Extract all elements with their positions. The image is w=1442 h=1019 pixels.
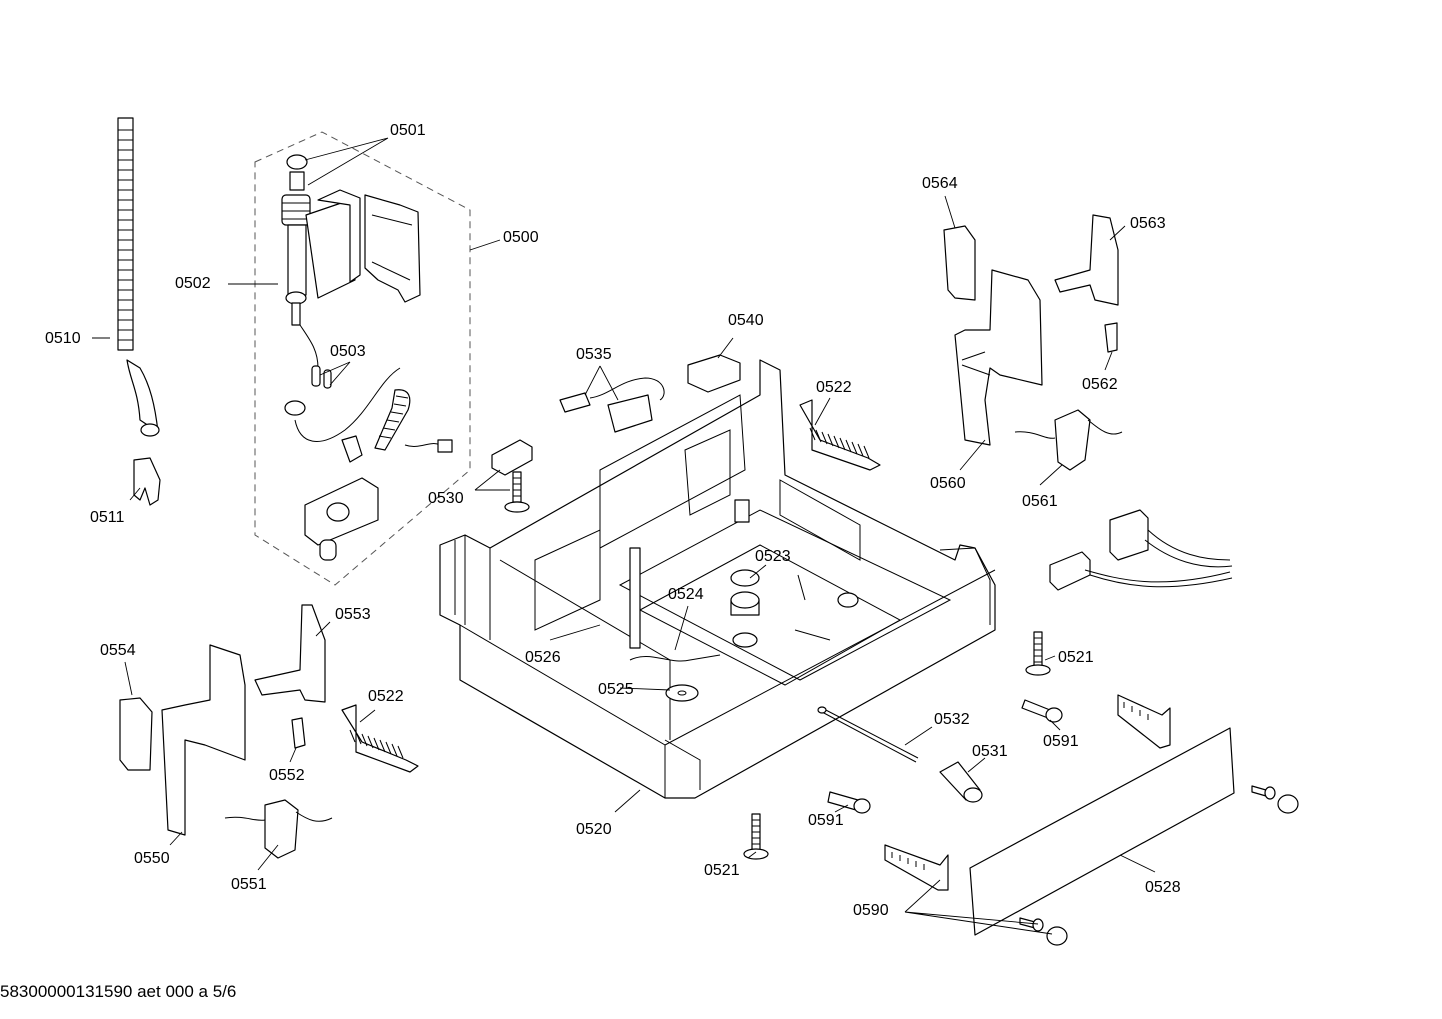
part-0554-clip xyxy=(119,697,153,771)
part-0528-plinth-panel xyxy=(969,727,1235,936)
label-0591-left: 0591 xyxy=(808,812,844,829)
label-0561: 0561 xyxy=(1022,493,1058,510)
label-0524: 0524 xyxy=(668,586,704,603)
label-0526: 0526 xyxy=(525,649,561,666)
label-0511: 0511 xyxy=(90,509,125,526)
label-0522-upper: 0522 xyxy=(816,379,852,396)
label-0540: 0540 xyxy=(728,312,764,329)
part-0591-bolt-left xyxy=(827,791,871,814)
label-0520: 0520 xyxy=(576,821,612,838)
part-0510-corrugated-hose xyxy=(117,117,160,437)
part-0590-mount-bracket-left xyxy=(884,844,949,891)
part-0563-small-bracket xyxy=(1054,214,1119,306)
part-0503-sensor xyxy=(284,324,401,442)
label-0521-left: 0521 xyxy=(704,862,740,879)
assembly-0500-outline xyxy=(254,131,471,586)
part-0591-bolt-right xyxy=(1021,699,1063,723)
part-0590-mount-bracket-right xyxy=(1117,694,1171,749)
label-0562: 0562 xyxy=(1082,376,1118,393)
label-0564: 0564 xyxy=(922,175,958,192)
part-0590-screw-cap-lower xyxy=(1019,917,1068,946)
footer-document-code: 58300000131590 aet 000 a 5/6 xyxy=(0,982,236,1001)
label-0532: 0532 xyxy=(934,711,970,728)
label-0560: 0560 xyxy=(930,475,966,492)
label-0528: 0528 xyxy=(1145,879,1181,896)
label-0500: 0500 xyxy=(503,229,539,246)
part-0560-side-bracket xyxy=(954,269,1043,446)
label-0523: 0523 xyxy=(755,548,791,565)
part-0531-cap xyxy=(939,761,983,803)
part-0562-clip xyxy=(1104,322,1118,353)
part-0520-base-tub xyxy=(439,359,996,799)
part-0522-spring-lower xyxy=(341,704,419,773)
label-0522-lower: 0522 xyxy=(368,688,404,705)
part-0552-clip xyxy=(291,717,306,749)
part-0532-rod xyxy=(817,706,919,763)
part-0530-foot xyxy=(491,439,533,513)
label-0551: 0551 xyxy=(231,876,267,893)
part-0522-spring-upper xyxy=(799,399,881,471)
label-0525: 0525 xyxy=(598,681,634,698)
part-drain-hose-piece xyxy=(341,389,453,463)
part-0502-inlet-valve xyxy=(281,154,421,326)
label-0503: 0503 xyxy=(330,343,366,360)
label-0591-right: 0591 xyxy=(1043,733,1079,750)
part-0551-switch xyxy=(224,799,333,859)
label-0502: 0502 xyxy=(175,275,211,292)
part-0540-block xyxy=(687,354,741,393)
label-0563: 0563 xyxy=(1130,215,1166,232)
part-0561-switch xyxy=(1014,409,1123,471)
label-0510: 0510 xyxy=(45,330,81,347)
label-0590: 0590 xyxy=(853,902,889,919)
part-0521-screw-right xyxy=(1025,631,1051,676)
label-0535: 0535 xyxy=(576,346,612,363)
part-0564-bracket-clip xyxy=(943,225,976,301)
part-0550-bracket xyxy=(161,644,246,836)
label-0550: 0550 xyxy=(134,850,170,867)
label-0501: 0501 xyxy=(390,122,426,139)
label-0530: 0530 xyxy=(428,490,464,507)
leader-lines xyxy=(92,137,1156,935)
part-0590-screw-cap-upper xyxy=(1251,785,1299,814)
part-valve-cover-plate xyxy=(304,477,379,561)
part-wire-harness xyxy=(1049,509,1233,591)
label-0531: 0531 xyxy=(972,743,1008,760)
part-0535-connector xyxy=(559,377,665,433)
label-0552: 0552 xyxy=(269,767,305,784)
part-0511-hose-clip xyxy=(133,457,161,506)
label-0553: 0553 xyxy=(335,606,371,623)
label-0521-right: 0521 xyxy=(1058,649,1094,666)
part-0553-bracket xyxy=(254,604,326,703)
label-0554: 0554 xyxy=(100,642,136,659)
